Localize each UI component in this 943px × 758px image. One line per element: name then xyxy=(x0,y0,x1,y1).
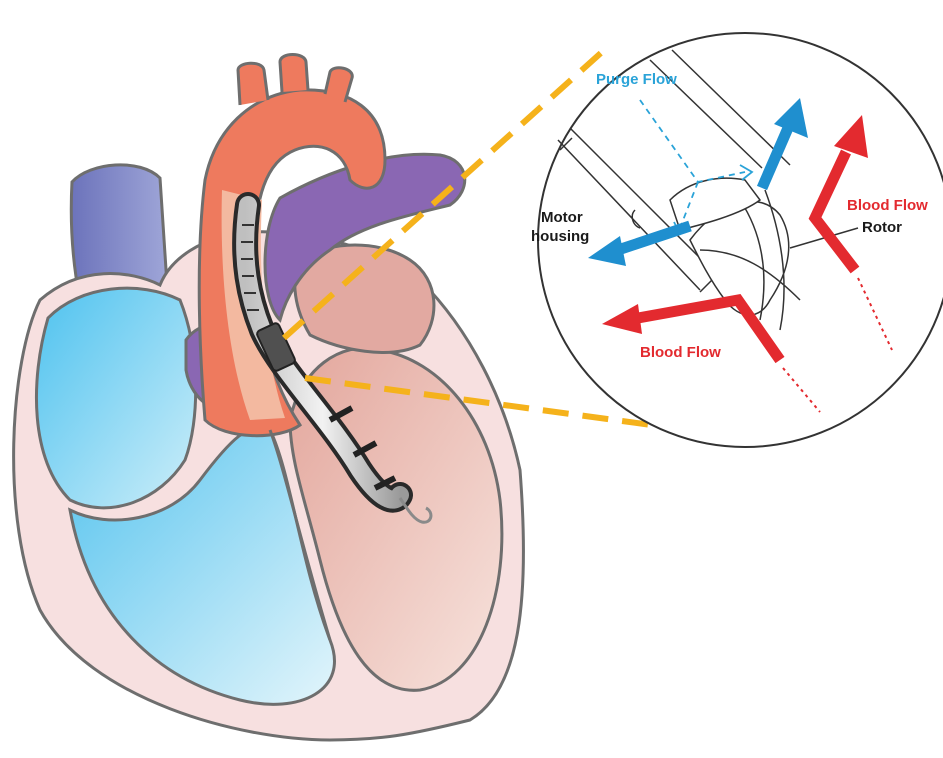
blood-flow-label-bottom: Blood Flow xyxy=(640,344,721,361)
motor-housing-label-line2: housing xyxy=(531,228,589,245)
purge-flow-label: Purge Flow xyxy=(596,71,677,88)
right-atrium xyxy=(36,288,195,508)
blood-flow-label-right: Blood Flow xyxy=(847,197,928,214)
rotor-label: Rotor xyxy=(862,219,902,236)
magnified-view xyxy=(538,33,943,447)
motor-housing-label-line1: Motor xyxy=(541,209,583,226)
